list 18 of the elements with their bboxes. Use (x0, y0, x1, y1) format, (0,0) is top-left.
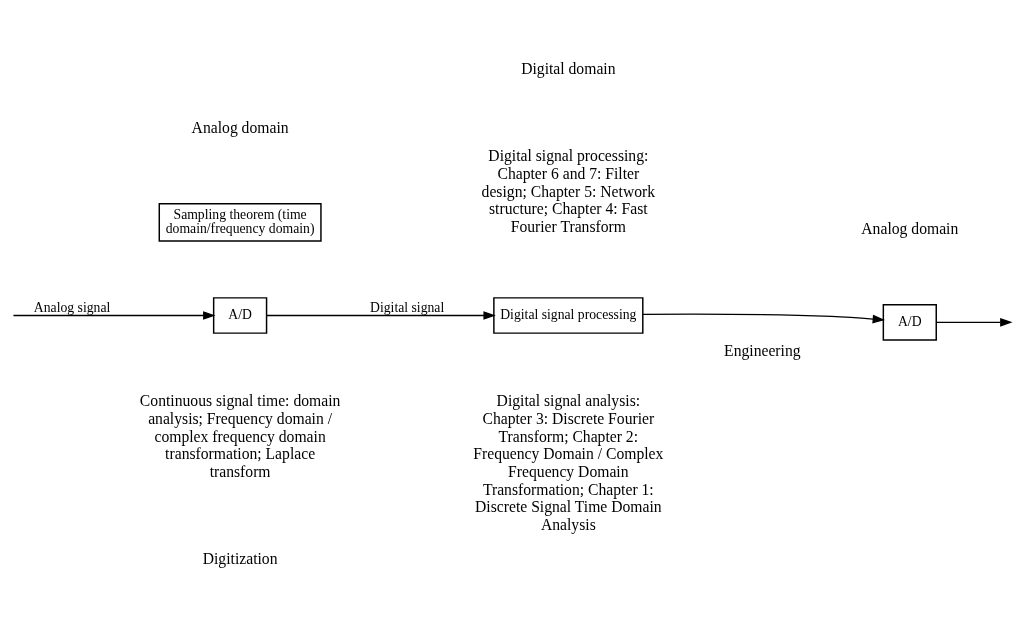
label: Digitization (202, 549, 278, 567)
node-box: A/D (212, 296, 268, 334)
label: Analog domain (861, 219, 959, 237)
label: Digital signal processing: Chapter 6 and 7: Filter design; Chapter 5: Network structure; Chapter 4: Fast Fourier Transform (481, 146, 656, 235)
arrow (935, 317, 1013, 327)
label: Continuous signal time: domain analysis; Frequency domain / complex frequency domain transformation; Laplace transform (139, 391, 341, 480)
arrow (642, 313, 885, 323)
arrow (12, 310, 216, 320)
node-box: Digital signal processing (493, 296, 644, 334)
node-box: Sampling theorem (time domain/frequency domain) (158, 202, 322, 242)
edge-label: Analog signal (33, 299, 111, 315)
label: Analog domain (191, 118, 289, 136)
edge-label: Digital signal (370, 299, 445, 315)
arrow (266, 310, 496, 320)
label: Digital domain (521, 59, 616, 77)
label: Engineering (724, 341, 801, 359)
node-box: A/D (882, 303, 937, 341)
label: Digital signal analysis: Chapter 3: Discrete Fourier Transform; Chapter 2: Frequency Domain / Complex Frequency Domain Transformation; Chapter 1: Discrete Signal Time Domain Analysis (473, 391, 664, 533)
